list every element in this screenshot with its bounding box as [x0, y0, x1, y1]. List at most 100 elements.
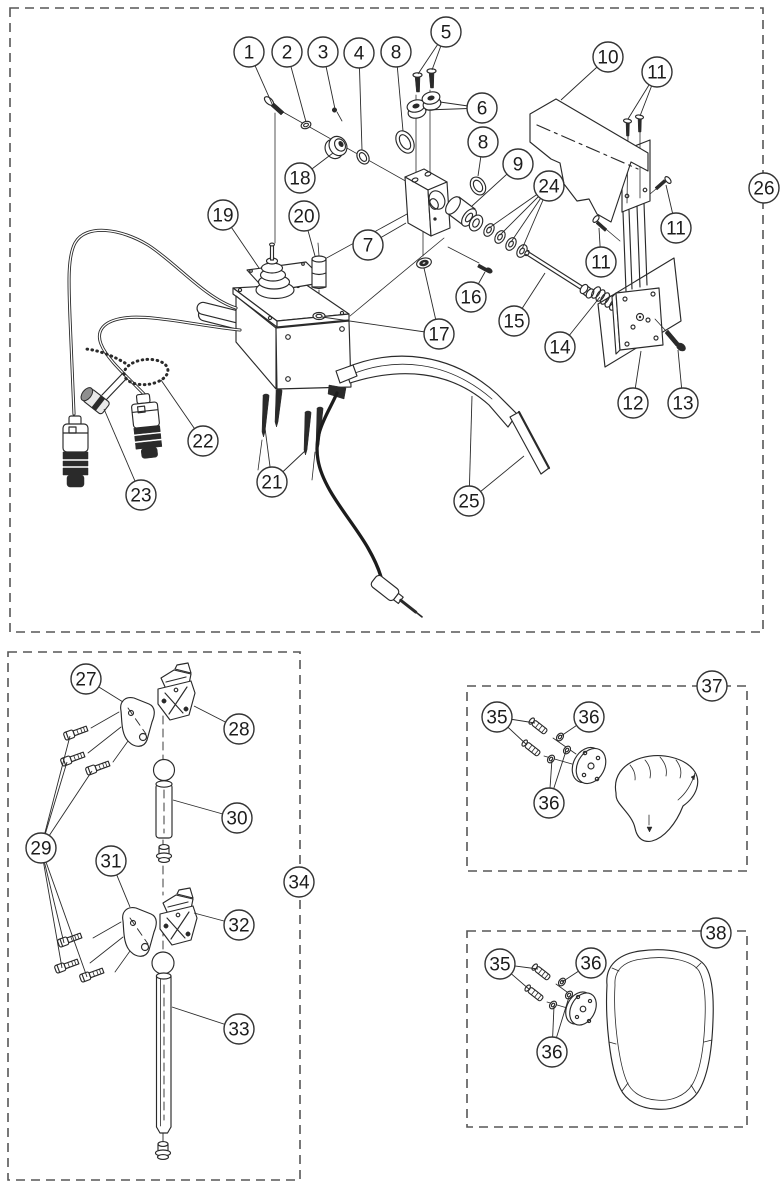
balloon-20: 20 [288, 200, 320, 257]
connector-middle [131, 393, 163, 459]
key-ring-chain-22 [84, 347, 170, 387]
screw-13 [654, 318, 686, 352]
lateral-pad-frame [466, 930, 748, 1128]
balloon-circle [484, 948, 516, 980]
block-7 [404, 168, 451, 237]
leader-line [40, 847, 88, 978]
balloon-18: 18 [284, 152, 334, 194]
pivot-block-assembly [311, 68, 528, 290]
balloon-9: 9 [471, 148, 534, 207]
balloon-37: 37 [696, 670, 728, 702]
balloon-number: 6 [477, 99, 488, 120]
balloon-33: 33 [171, 1006, 255, 1045]
backing-sheet [597, 257, 682, 368]
shaft-15 [524, 249, 595, 299]
axle-spring-plate-assembly [524, 249, 686, 368]
balloon-circle [284, 162, 316, 194]
balloon-number: 35 [489, 955, 510, 976]
balloon-12: 12 [617, 350, 649, 419]
balloon-number: 36 [541, 1043, 562, 1064]
gaiter-hardware [263, 96, 370, 165]
main-assembly-frame [9, 7, 764, 633]
leader-line [40, 847, 63, 969]
balloon-circle [660, 212, 692, 244]
balloon-number: 38 [705, 924, 726, 945]
balloon-36: 36 [560, 701, 605, 737]
screw-35c [531, 963, 551, 981]
balloon-5: 5 [417, 16, 462, 75]
joystick-stick [269, 244, 275, 261]
balloon-circle [453, 485, 485, 517]
balloon-circle [573, 701, 605, 733]
balloon-circle [533, 170, 565, 202]
balloon-number: 11 [666, 219, 686, 240]
balloon-number: 12 [622, 394, 643, 415]
strap-clamp [335, 364, 358, 384]
balloon-circle [223, 909, 255, 941]
dust-cap-23 [80, 372, 128, 415]
balloon-24: 24 [488, 170, 565, 250]
o-ring-8b [469, 176, 487, 196]
balloon-14: 14 [544, 296, 601, 363]
balloon-number: 3 [318, 43, 329, 64]
mounting-screws-21 [257, 388, 324, 481]
balloon-36: 36 [561, 947, 607, 983]
lateral-pad [606, 949, 714, 1110]
balloon-circle [223, 713, 255, 745]
armrest-assembly-frame [7, 651, 301, 1181]
balloon-circle [125, 479, 157, 511]
headrest-pad [614, 755, 699, 842]
balloon-35: 35 [481, 701, 536, 746]
power-plug-cable [315, 391, 423, 618]
joystick-module [196, 242, 352, 400]
connector-left [62, 415, 89, 488]
washer-stack-24 [468, 214, 528, 258]
balloon-25: 25 [453, 395, 525, 517]
mount-disc-37 [571, 746, 607, 785]
clamp-plate-31 [89, 907, 157, 973]
headrest-pad-frame [466, 685, 748, 872]
balloon-number: 36 [578, 708, 599, 729]
balloon-number: 19 [212, 206, 233, 227]
balloon-2: 2 [271, 36, 307, 123]
balloon-circle [641, 56, 673, 88]
o-ring-4 [356, 149, 370, 165]
balloon-circle [221, 802, 253, 834]
balloon-circle [283, 866, 315, 898]
balloon-number: 1 [244, 43, 255, 64]
screw-11c [649, 176, 672, 195]
balloon-circle [256, 466, 288, 498]
screw-5a [412, 72, 423, 93]
balloon-circle [502, 148, 534, 180]
balloon-circle [696, 670, 728, 702]
balloon-number: 36 [538, 794, 559, 815]
balloon-circle [748, 172, 780, 204]
screw-35a [528, 717, 548, 735]
balloon-number: 20 [293, 207, 314, 228]
balloon-circle [95, 845, 127, 877]
leader-line [40, 847, 65, 944]
balloon-number: 11 [647, 63, 667, 84]
balloon-circle [455, 281, 487, 313]
balloon-11: 11 [660, 184, 692, 244]
ball-post-30 [152, 758, 176, 863]
washers-36b [548, 977, 574, 1010]
balloon-3: 3 [307, 36, 339, 110]
washers-36 [546, 732, 572, 764]
balloon-27: 27 [70, 663, 124, 703]
leader-line [321, 316, 440, 335]
balloon-circle [307, 36, 339, 68]
balloon-circle [423, 318, 455, 350]
balloon-17: 17 [321, 267, 455, 350]
balloon-circle [343, 37, 375, 69]
balloon-number: 18 [289, 169, 310, 190]
balloon-38: 38 [700, 917, 732, 949]
nut-2 [300, 120, 312, 130]
balloon-number: 23 [130, 486, 151, 507]
receiver-28 [157, 662, 196, 721]
balloon-8: 8 [380, 36, 412, 132]
balloon-number: 16 [460, 288, 481, 309]
balloon-number: 35 [486, 708, 507, 729]
balloon-number: 11 [591, 253, 611, 274]
